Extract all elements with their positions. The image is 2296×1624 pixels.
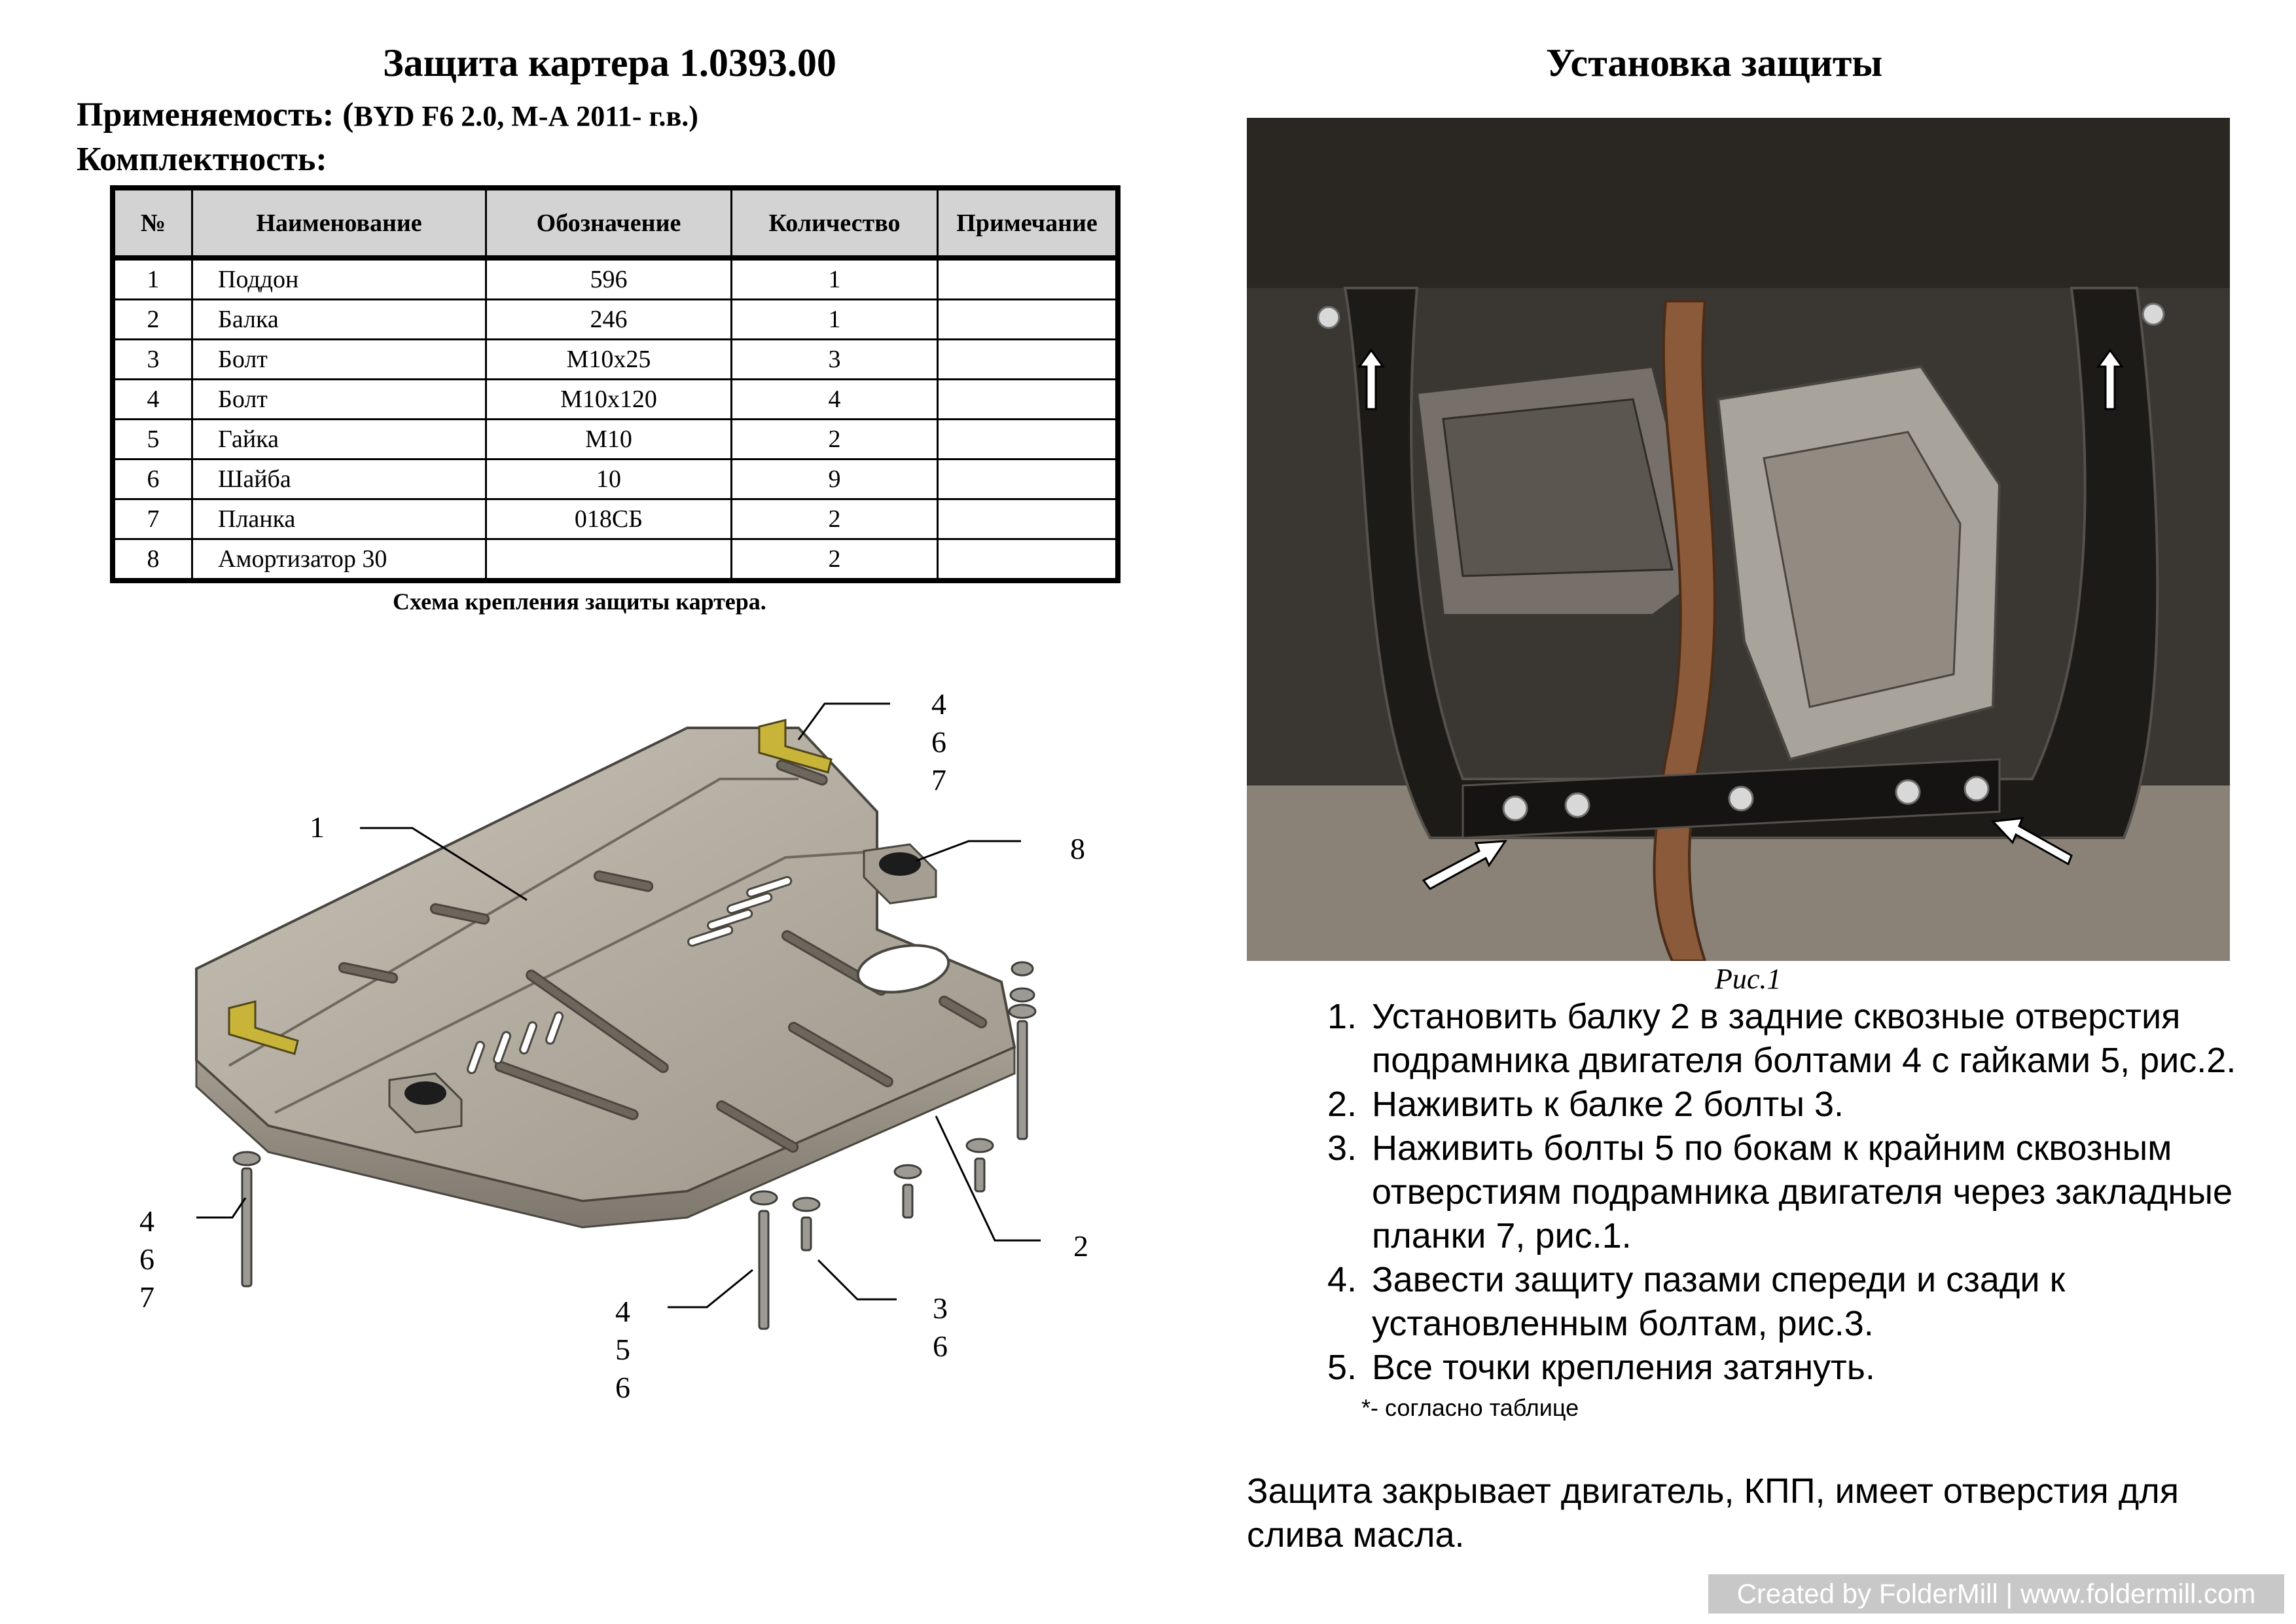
callout-456: 4 5 6 — [615, 1295, 630, 1404]
mounting-bracket — [228, 719, 833, 1055]
cell-num: 1 — [111, 257, 193, 300]
table-row: 4 Болт M10x120 4 — [111, 378, 1119, 420]
cell-num: 6 — [111, 458, 193, 500]
installation-photo — [1247, 118, 2230, 961]
table-row: 8 Амортизатор 30 2 — [111, 538, 1119, 582]
parts-table: № Наименование Обозначение Количество Пр… — [110, 185, 1121, 583]
callout-36: 3 6 — [933, 1291, 948, 1363]
cell-name: Болт — [191, 378, 487, 420]
kit-label: Комплектность: — [77, 141, 327, 178]
cell-num: 7 — [111, 498, 193, 540]
header-note: Примечание — [937, 187, 1119, 261]
cell-num: 3 — [111, 338, 193, 380]
header-code: Обозначение — [485, 187, 732, 261]
cell-code: M10 — [485, 418, 732, 460]
cell-code: M10x25 — [485, 338, 732, 380]
cell-note — [937, 458, 1119, 500]
cell-num: 2 — [111, 298, 193, 340]
header-name: Наименование — [191, 187, 487, 261]
watermark: Created by FolderMill | www.foldermill.c… — [1708, 1574, 2284, 1614]
list-item: Наживить к балке 2 болты 3. — [1367, 1083, 2296, 1127]
cell-code: 018СБ — [485, 498, 732, 540]
arrow-icon — [1357, 348, 2124, 890]
cell-note — [937, 338, 1119, 380]
mounting-diagram — [195, 702, 1041, 1330]
table-row: 7 Планка 018СБ 2 — [111, 498, 1119, 540]
cell-note — [937, 257, 1119, 300]
installation-steps: Установить балку 2 в задние сквозные отв… — [1309, 995, 2296, 1390]
cell-qty: 4 — [730, 378, 939, 420]
cell-name: Планка — [191, 498, 487, 540]
header-qty: Количество — [730, 187, 939, 261]
cell-qty: 2 — [730, 538, 939, 582]
installation-title: Установка защиты — [1546, 41, 1883, 84]
leader-lines — [196, 702, 1041, 1308]
cell-note — [937, 378, 1119, 420]
list-item: Установить балку 2 в задние сквозные отв… — [1367, 995, 2296, 1083]
rubber-damper — [388, 843, 937, 1134]
table-row: 6 Шайба 10 9 — [111, 458, 1119, 500]
cell-num: 8 — [111, 538, 193, 582]
table-row: 5 Гайка M10 2 — [111, 418, 1119, 460]
cell-note — [937, 298, 1119, 340]
cell-qty: 9 — [730, 458, 939, 500]
cell-qty: 3 — [730, 338, 939, 380]
skid-plate — [195, 727, 1016, 1229]
list-item: Завести защиту пазами спереди и сзади к … — [1367, 1258, 2296, 1346]
cell-code: M10x120 — [485, 378, 732, 420]
header-num: № — [111, 187, 193, 261]
cell-note — [937, 538, 1119, 582]
cell-code: 10 — [485, 458, 732, 500]
applicability-label: Применяемость: ( — [77, 96, 354, 134]
callout-467-top: 4 6 7 — [931, 687, 946, 797]
applicability-value: BYD F6 2.0, М-А 2011- г.в.) — [353, 100, 698, 132]
cell-name: Поддон — [191, 257, 487, 300]
cell-qty: 1 — [730, 257, 939, 300]
table-row: 2 Балка 246 1 — [111, 298, 1119, 340]
applicability-line: Применяемость: (BYD F6 2.0, М-А 2011- г.… — [77, 96, 698, 134]
protection-description: Защита закрывает двигатель, КПП, имеет о… — [1247, 1471, 2179, 1555]
cell-num: 5 — [111, 418, 193, 460]
cell-qty: 2 — [730, 418, 939, 460]
callout-467-left: 4 6 7 — [139, 1204, 154, 1314]
cell-qty: 1 — [730, 298, 939, 340]
photo-caption: Рис.1 — [1715, 963, 1782, 995]
cell-name: Балка — [191, 298, 487, 340]
table-row: 3 Болт M10x25 3 — [111, 338, 1119, 380]
cell-num: 4 — [111, 378, 193, 420]
list-item: Наживить болты 5 по бокам к крайним скво… — [1367, 1127, 2296, 1258]
cell-name: Шайба — [191, 458, 487, 500]
cell-name: Болт — [191, 338, 487, 380]
list-item: Все точки крепления затянуть. — [1367, 1346, 2296, 1390]
cell-name: Гайка — [191, 418, 487, 460]
cell-qty: 2 — [730, 498, 939, 540]
callout-1: 1 — [310, 810, 325, 844]
table-row: 1 Поддон 596 1 — [111, 257, 1119, 300]
table-note: *- согласно таблице — [1361, 1394, 1579, 1421]
scheme-caption: Схема крепления защиты картера. — [393, 588, 766, 615]
cell-note — [937, 418, 1119, 460]
cell-note — [937, 498, 1119, 540]
document-title: Защита картера 1.0393.00 — [383, 41, 836, 84]
cell-code: 246 — [485, 298, 732, 340]
callout-2: 2 — [1073, 1229, 1088, 1263]
cell-name: Амортизатор 30 — [191, 538, 487, 582]
cell-code — [485, 538, 732, 582]
cell-code: 596 — [485, 257, 732, 300]
callout-8: 8 — [1070, 832, 1085, 865]
table-header-row: № Наименование Обозначение Количество Пр… — [111, 187, 1119, 261]
